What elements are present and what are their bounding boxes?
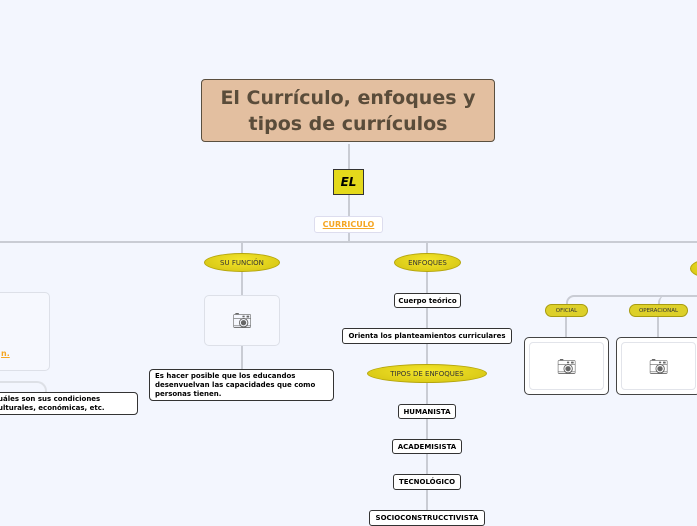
connector (566, 295, 697, 307)
node-operacional[interactable]: OPERACIONAL (629, 304, 688, 317)
node-orienta[interactable]: Orienta los planteamientos curriculares (342, 328, 512, 344)
text-node[interactable]: Es hacer posible que los educandos desen… (149, 369, 334, 401)
image-node[interactable]: n. (0, 292, 50, 371)
connector (0, 381, 47, 395)
text-node[interactable]: uáles son sus condiciones ulturales, eco… (0, 392, 138, 415)
node-socioconstructivista[interactable]: SOCIOCONSTRUCCTIVISTA (369, 510, 485, 526)
node-oficial[interactable]: OFICIAL (545, 304, 588, 317)
node-humanista[interactable]: HUMANISTA (398, 404, 456, 419)
image-node[interactable]: 📷︎ (204, 295, 280, 346)
link-text[interactable]: n. (1, 349, 10, 358)
image-node[interactable]: 📷︎ (616, 337, 697, 395)
node-su-funcion[interactable]: SU FUNCIÓN (204, 253, 280, 272)
connector (657, 317, 659, 337)
node-tipos-curriculo[interactable] (690, 259, 697, 278)
connector (565, 317, 567, 337)
node-curriculo-link[interactable]: CURRICULO (314, 216, 383, 233)
node-el[interactable]: EL (333, 169, 364, 195)
camera-icon: 📷︎ (231, 311, 253, 330)
camera-icon: 📷︎ (556, 356, 577, 376)
image-node[interactable]: 📷︎ (524, 337, 609, 395)
camera-icon: 📷︎ (648, 356, 669, 376)
node-academisista[interactable]: ACADEMISISTA (392, 439, 462, 454)
node-cuerpo-teorico[interactable]: Cuerpo teórico (394, 293, 461, 308)
node-enfoques[interactable]: ENFOQUES (394, 253, 461, 272)
connector (0, 241, 697, 243)
node-tipos-enfoques[interactable]: TIPOS DE ENFOQUES (367, 364, 487, 383)
central-topic[interactable]: El Currículo, enfoques y tipos de curríc… (201, 79, 495, 142)
node-tecnologico[interactable]: TECNOLÓGICO (393, 474, 461, 490)
connector (658, 295, 697, 305)
